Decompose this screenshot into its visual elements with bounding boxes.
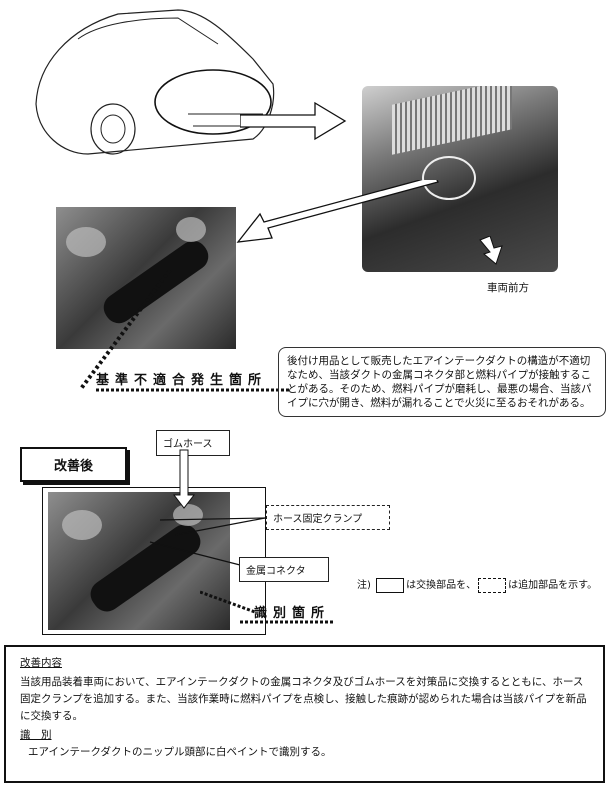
hood-highlight-ellipse: [154, 69, 272, 135]
id-location-label: 識別箇所: [254, 606, 331, 621]
rubber-hose-label: ゴムホース: [156, 430, 230, 456]
callout-arrows: [149, 449, 266, 566]
replace-box-icon: [376, 577, 405, 593]
hose-clamp-label: ホース固定クランプ: [266, 505, 390, 530]
dotted-callout-line: [78, 270, 172, 392]
engine-image: [362, 86, 558, 272]
after-label: 改善後: [20, 447, 127, 482]
id-heading: 識 別: [20, 729, 52, 741]
direction-label: 車両前方: [487, 282, 529, 294]
id-dotted-line: [200, 590, 256, 614]
arrow-to-closeup: [236, 180, 439, 243]
issue-label-underline: [96, 388, 291, 392]
issue-location-label: 基準不適合発生箇所: [96, 373, 268, 388]
id-label-underline: [240, 620, 335, 624]
car-illustration: [35, 9, 275, 155]
arrow-to-engine: [240, 101, 347, 141]
legend: 注) は交換部品を、 は追加部品を示す。: [357, 576, 597, 593]
add-box-icon: [478, 577, 507, 593]
metal-connector-label: 金属コネクタ: [239, 557, 329, 582]
improvement-box: 改善内容 当該用品装着車両において、エアインテークダクトの金属コネクタ及びゴムホ…: [4, 645, 605, 783]
closeup-after-image: [48, 492, 230, 630]
id-body: エアインテークダクトのニップル頭部に白ペイントで識別する。: [28, 746, 332, 758]
legend-prefix: 注): [357, 580, 371, 591]
issue-note: 後付け用品として販売したエアインテークダクトの構造が不適切なため、当該ダクトの金…: [278, 347, 606, 417]
closeup-before-image: [56, 207, 236, 349]
improvement-heading: 改善内容: [20, 657, 62, 669]
improvement-body: 当該用品装着車両において、エアインテークダクトの金属コネクタ及びゴムホースを対策…: [20, 676, 587, 722]
legend-add-text: は追加部品を示す。: [508, 580, 598, 591]
legend-replace-text: は交換部品を、: [406, 580, 477, 591]
front-direction-arrow-icon: [479, 236, 503, 265]
